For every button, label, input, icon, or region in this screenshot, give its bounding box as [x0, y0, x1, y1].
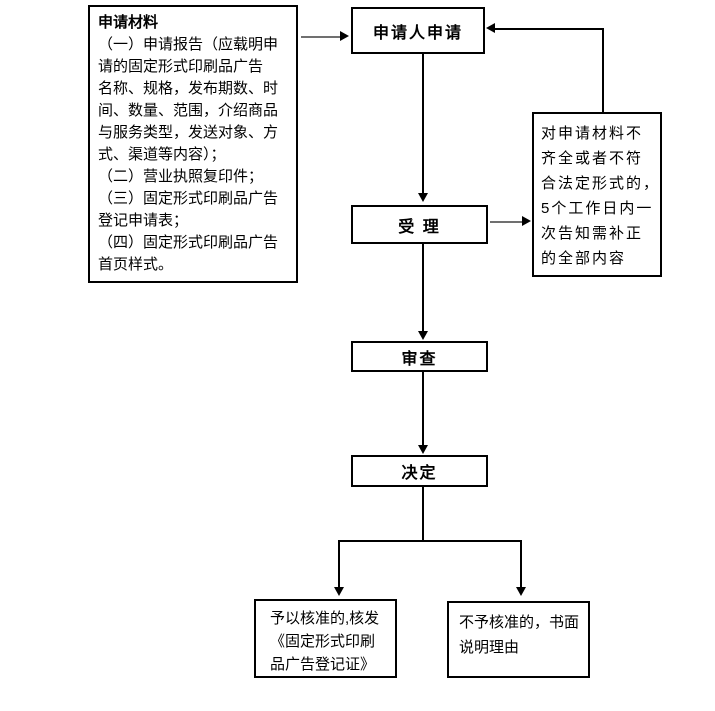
materials-line: （二）营业执照复印件； [98, 168, 264, 185]
materials-line: （三）固定形式印刷品广告 [98, 190, 279, 207]
apply-node: 申请人申请 [351, 7, 485, 54]
materials-line: 间、数量、范围，介绍商品 [98, 102, 279, 119]
approve-line: 予以核准的,核发 [270, 610, 380, 627]
supplement-line: 5个工作日内一 [541, 200, 654, 217]
materials-line: 名称、规格，发布期数、时 [98, 80, 279, 97]
materials-title: 申请材料 [98, 14, 159, 31]
arrow-down-icon [418, 445, 428, 454]
materials-line: 登记申请表； [98, 212, 189, 229]
connector-accept-to-supplement [490, 221, 524, 223]
accept-label: 受 理 [398, 218, 441, 236]
connector-apply-to-accept [422, 54, 424, 195]
arrow-down-icon [516, 587, 526, 596]
review-node: 审查 [351, 341, 488, 372]
materials-line: 请的固定形式印刷品广告 [98, 58, 264, 75]
review-label: 审查 [401, 350, 438, 368]
materials-line: 首页样式。 [98, 256, 174, 273]
supplement-line: 齐全或者不符 [541, 150, 644, 167]
supplement-line: 合法定形式的， [541, 175, 661, 192]
arrow-down-icon [334, 587, 344, 596]
connector-split-to-approve [338, 540, 340, 589]
approve-node: 予以核准的,核发 《固定形式印刷 品广告登记证》 [254, 599, 397, 678]
arrow-right-icon [522, 216, 531, 226]
arrow-down-icon [418, 193, 428, 202]
arrow-left-icon [486, 23, 495, 33]
supplement-node: 对申请材料不 齐全或者不符 合法定形式的， 5个工作日内一 次告知需补正 的全部… [532, 112, 662, 277]
connector-split-horizontal [338, 540, 522, 542]
approve-line: 品广告登记证》 [270, 656, 376, 673]
connector-review-to-decide [422, 371, 424, 447]
connector-materials-to-apply [301, 36, 341, 38]
connector-supplement-up [602, 28, 604, 112]
supplement-line: 的全部内容 [541, 250, 627, 267]
supplement-line: 对申请材料不 [541, 125, 644, 142]
connector-accept-to-review [422, 243, 424, 333]
materials-line: 与服务类型，发送对象、方 [98, 124, 279, 141]
reject-line: 不予核准的，书面 [459, 614, 580, 631]
arrow-right-icon [340, 31, 349, 41]
supplement-line: 次告知需补正 [541, 225, 644, 242]
decide-node: 决定 [351, 455, 488, 487]
materials-node: 申请材料 （一）申请报告（应载明申 请的固定形式印刷品广告 名称、规格，发布期数… [88, 5, 298, 283]
reject-node: 不予核准的，书面 说明理由 [447, 601, 590, 678]
materials-line: 式、渠道等内容）； [98, 146, 226, 163]
decide-label: 决定 [401, 465, 438, 482]
materials-line: （一）申请报告（应载明申 [98, 36, 279, 53]
apply-label: 申请人申请 [372, 24, 463, 42]
arrow-down-icon [418, 331, 428, 340]
approve-line: 《固定形式印刷 [270, 633, 376, 650]
connector-decide-to-split [422, 486, 424, 542]
connector-supplement-to-apply [495, 28, 604, 30]
materials-line: （四）固定形式印刷品广告 [98, 234, 279, 251]
accept-node: 受 理 [351, 205, 488, 244]
reject-line: 说明理由 [459, 639, 520, 656]
connector-split-to-reject [520, 540, 522, 589]
